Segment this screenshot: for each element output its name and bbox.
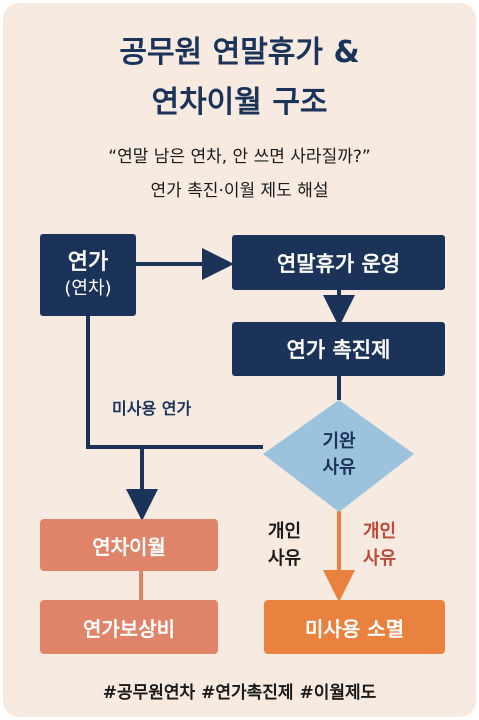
title-line-1: 공무원 연말휴가 & bbox=[119, 35, 360, 70]
edge-label-personal-reason-right-line1: 개인 bbox=[363, 521, 397, 542]
node-compensation: 연가보상비 bbox=[40, 600, 218, 654]
subtitle-quote: “연말 남은 연차, 안 쓰면 사라질까?” bbox=[108, 147, 371, 167]
node-annual-leave-sublabel: (연차) bbox=[64, 278, 112, 299]
subtitle-description: 연가 촉진·이월 제도 해설 bbox=[150, 181, 329, 201]
node-leave-promotion: 연가 촉진제 bbox=[232, 322, 445, 376]
node-annual-leave-label: 연가 bbox=[67, 250, 109, 275]
decision-diamond bbox=[263, 400, 414, 512]
node-compensation-label: 연가보상비 bbox=[83, 616, 175, 641]
node-carryover: 연차이월 bbox=[40, 519, 218, 571]
node-unused-expiry: 미사용 소멸 bbox=[264, 600, 445, 654]
decision-label: 기완 사유 bbox=[299, 426, 379, 484]
edge-label-personal-reason-right-line2: 사유 bbox=[363, 548, 397, 569]
edge-label-personal-reason-left-line1: 개인 bbox=[268, 521, 302, 542]
edge-label-personal-reason-left: 개인 사유 bbox=[268, 518, 318, 572]
node-year-end-leave-label: 연말휴가 운영 bbox=[276, 251, 401, 276]
node-unused-expiry-label: 미사용 소멸 bbox=[305, 616, 404, 641]
title-line-2: 연차이월 구조 bbox=[151, 85, 328, 120]
node-carryover-label: 연차이월 bbox=[92, 534, 166, 559]
edge-label-personal-reason-right: 개인 사유 bbox=[363, 518, 413, 572]
decision-label-line1: 기완 bbox=[322, 431, 356, 452]
edge-label-personal-reason-left-line2: 사유 bbox=[268, 548, 302, 569]
line-leave-to-diamond bbox=[86, 316, 263, 449]
node-annual-leave: 연가 (연차) bbox=[40, 234, 136, 316]
decision-label-line2: 사유 bbox=[322, 457, 356, 478]
node-leave-promotion-label: 연가 촉진제 bbox=[286, 338, 391, 362]
hashtags: #공무원연차 #연가촉진제 #이월제도 bbox=[102, 683, 377, 703]
edge-label-unused-leave: 미사용 연가 bbox=[112, 399, 192, 418]
node-year-end-leave: 연말휴가 운영 bbox=[232, 235, 445, 290]
